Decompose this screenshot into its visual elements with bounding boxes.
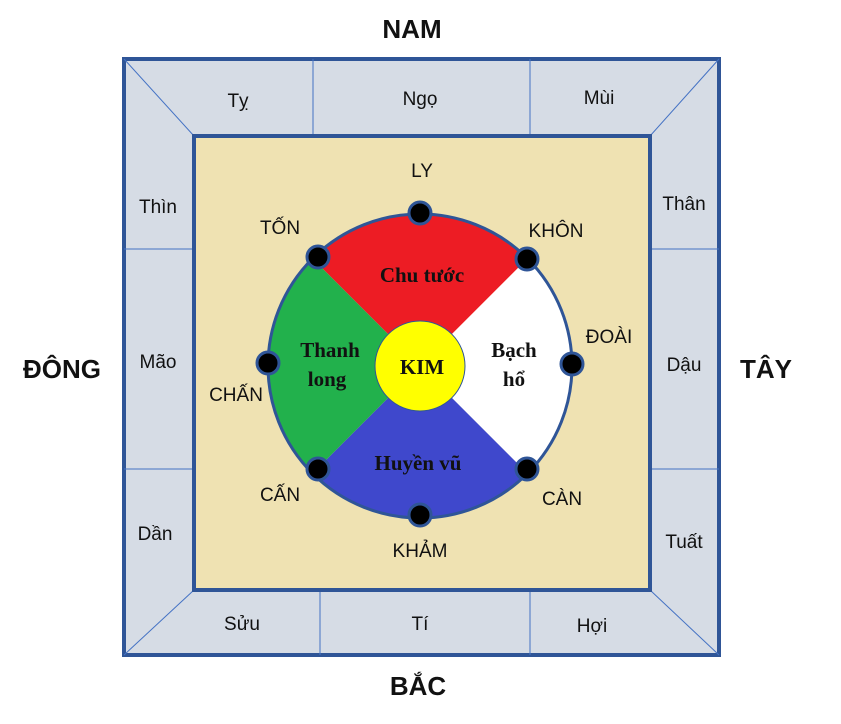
sector-bach-ho — [420, 258, 573, 474]
sector-label-thanh: Thanh — [300, 338, 360, 362]
sector-label-bach: Bạch — [491, 338, 537, 362]
cell-suu: Sửu — [224, 614, 260, 635]
cell-than: Thân — [662, 194, 705, 215]
cell-mui: Mùi — [584, 88, 615, 109]
dot-doai — [559, 351, 585, 377]
trigram-ly: LY — [411, 161, 433, 182]
dot-chan — [255, 350, 281, 376]
sector-huyen-vu — [312, 366, 528, 519]
center-label: KIM — [400, 355, 445, 379]
dot-kham — [407, 502, 433, 528]
dot-can-west — [514, 456, 540, 482]
trigram-khon: KHÔN — [529, 220, 584, 242]
sector-thanh-long — [267, 258, 420, 474]
direction-south: NAM — [382, 14, 441, 44]
frame-dividers — [123, 58, 720, 656]
sector-label-ho: hổ — [503, 367, 526, 391]
trigram-can-west: CÀN — [542, 489, 582, 510]
trigram-can-east: CẤN — [260, 484, 300, 506]
trigram-ton: TỐN — [260, 217, 300, 239]
dot-ton — [305, 244, 331, 270]
cell-thin: Thìn — [139, 197, 177, 218]
trigram-dots — [255, 200, 585, 528]
cell-ti: Tí — [412, 614, 430, 635]
sector-label-huyen-vu: Huyền vũ — [375, 451, 462, 475]
cell-mao: Mão — [140, 352, 177, 373]
cell-hoi: Hợi — [577, 616, 607, 637]
cell-dau: Dậu — [667, 355, 702, 376]
dot-khon — [514, 246, 540, 272]
sector-chu-tuoc — [312, 213, 528, 366]
sector-label-chu-tuoc: Chu tước — [380, 263, 464, 287]
cell-ty: Tỵ — [227, 91, 249, 112]
dot-ly — [407, 200, 433, 226]
direction-west: TÂY — [740, 354, 792, 384]
cell-ngo: Ngọ — [403, 89, 438, 110]
dot-can-east — [305, 456, 331, 482]
direction-north: BẮC — [390, 671, 447, 701]
trigram-chan: CHẤN — [209, 384, 263, 406]
center-circle — [374, 320, 466, 412]
cell-dan: Dần — [138, 524, 173, 545]
trigram-doai: ĐOÀI — [586, 327, 632, 348]
sector-label-long: long — [308, 367, 347, 391]
direction-east: ĐÔNG — [23, 354, 101, 384]
trigram-kham: KHẢM — [393, 540, 448, 562]
cell-tuat: Tuất — [665, 532, 703, 553]
